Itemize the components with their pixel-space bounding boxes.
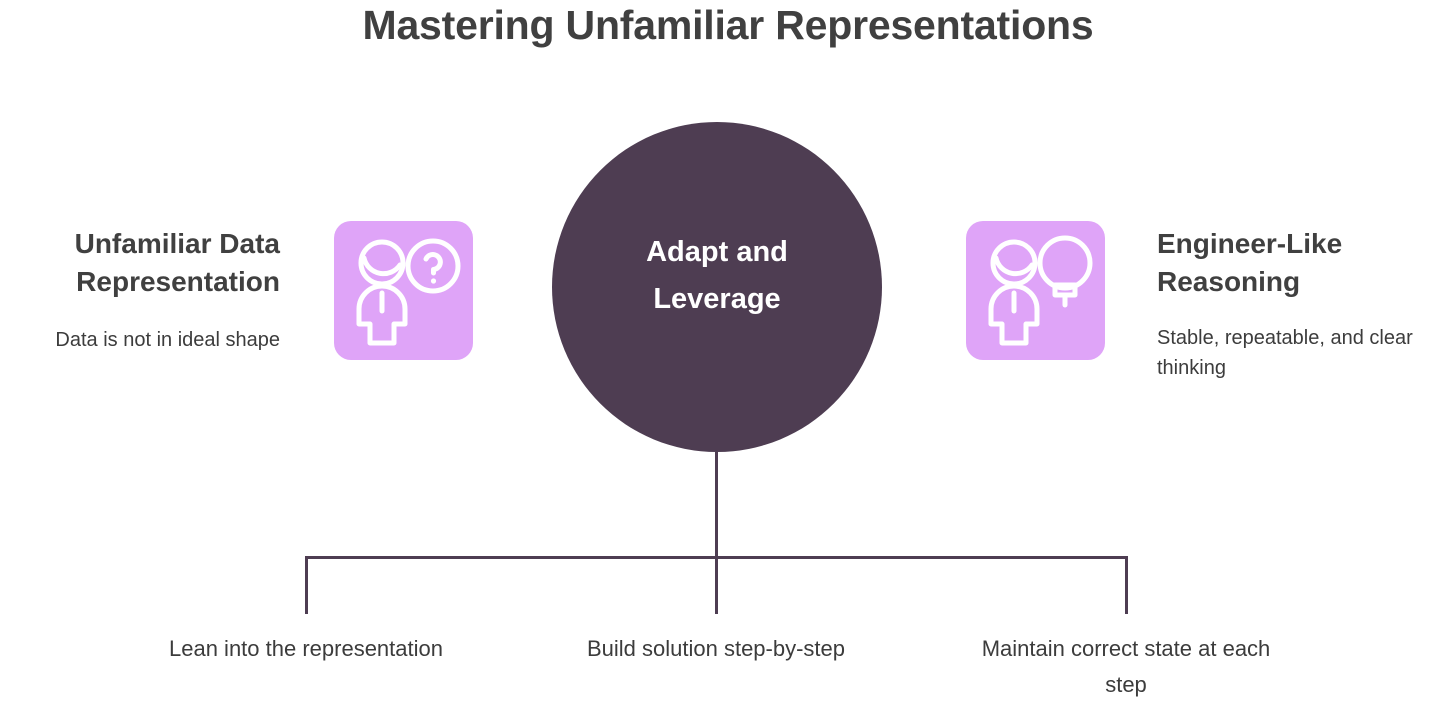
connector-drop-left [305,556,308,614]
central-node-label-line2: Leverage [653,283,781,315]
connector-drop-middle [715,556,718,614]
page-title: Mastering Unfamiliar Representations [362,2,1094,48]
connector-drop-right [1125,556,1128,614]
right-branch-text: Engineer-Like Reasoning Stable, repeatab… [1157,225,1456,383]
person-with-lightbulb-icon [988,235,1093,346]
bottom-item-label-1: Build solution step-by-step [586,636,846,661]
person-with-question-icon-tile [334,221,473,360]
person-with-question-icon [356,238,461,346]
left-branch-subtitle: Data is not in ideal shape [55,329,280,351]
central-node: Adapt and Leverage [552,122,882,452]
right-branch-heading: Engineer-Like Reasoning [1157,228,1343,297]
person-with-lightbulb-icon-tile [966,221,1105,360]
bottom-item-label-0: Lean into the representation [169,636,443,661]
bottom-item-label-2: Maintain correct state at each step [981,636,1271,697]
connector-stem [715,452,718,559]
central-node-label: Adapt and Leverage [587,229,847,323]
left-branch-text: Unfamiliar Data Representation Data is n… [0,225,280,355]
left-branch-heading: Unfamiliar Data Representation [74,228,280,297]
right-branch-subtitle: Stable, repeatable, and clear thinking [1157,327,1413,379]
central-node-label-line1: Adapt and [646,236,788,268]
